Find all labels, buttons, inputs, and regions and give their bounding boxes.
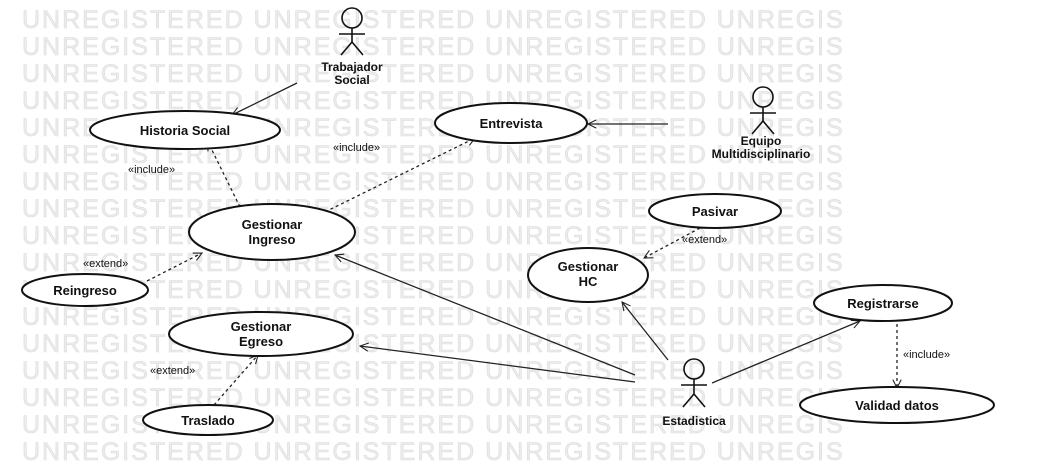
stick-figure-icon — [750, 86, 776, 135]
extend-traslado-egreso — [213, 355, 258, 406]
stick-figure-icon — [681, 358, 707, 408]
use-case-historia-social: Historia Social — [89, 110, 281, 150]
actor-label-line2: Social — [334, 73, 369, 87]
use-case-label-line2: Ingreso — [249, 232, 296, 247]
stereotype-include-historia: «include» — [128, 164, 175, 176]
stereotype-include-validad: «include» — [903, 349, 950, 361]
use-case-reingreso: Reingreso — [21, 273, 149, 307]
use-case-label: Reingreso — [53, 283, 117, 298]
use-case-traslado: Traslado — [142, 404, 274, 436]
association-estadistica-registrarse — [711, 321, 860, 384]
use-case-entrevista: Entrevista — [434, 102, 588, 144]
association-estadistica-egreso — [360, 346, 636, 383]
use-case-gestionar-ingreso: Gestionar Ingreso — [188, 203, 356, 261]
actor-equipo-multidisciplinario: Equipo Multidisciplinario — [712, 86, 811, 161]
stereotype-include-entrevista: «include» — [333, 142, 380, 154]
use-case-gestionar-egreso: Gestionar Egreso — [168, 311, 354, 357]
association-trabajador-historia — [232, 82, 298, 115]
use-case-gestionar-hc: Gestionar HC — [527, 247, 649, 303]
use-case-label-line2: Egreso — [239, 334, 283, 349]
extend-pasivar-hc — [644, 227, 701, 259]
stereotype-extend-pasivar: «extend» — [682, 234, 727, 246]
actor-label-line1: Trabajador — [321, 60, 383, 74]
association-estadistica-ingreso — [335, 255, 636, 376]
include-ingreso-entrevista — [324, 138, 475, 213]
use-case-label: Validad datos — [855, 398, 939, 413]
association-estadistica-hc — [622, 302, 669, 361]
use-case-validad-datos: Validad datos — [799, 386, 995, 424]
use-case-label-line1: Gestionar — [558, 259, 619, 274]
include-ingreso-historia — [208, 142, 241, 208]
use-case-label-line1: Gestionar — [231, 319, 292, 334]
stereotype-extend-traslado: «extend» — [150, 365, 195, 377]
stereotype-extend-reingreso: «extend» — [83, 258, 128, 270]
use-case-label-line1: Gestionar — [242, 217, 303, 232]
use-case-pasivar: Pasivar — [648, 193, 782, 229]
use-case-label: Entrevista — [480, 116, 544, 131]
use-case-label: Historia Social — [140, 123, 230, 138]
actor-label: Estadistica — [662, 414, 726, 428]
extend-reingreso-ingreso — [146, 252, 202, 282]
actor-trabajador-social: Trabajador Social — [321, 7, 383, 87]
use-case-label: Pasivar — [692, 204, 738, 219]
actor-label-line2: Multidisciplinario — [712, 147, 811, 161]
use-case-label-line2: HC — [579, 274, 598, 289]
use-case-label: Registrarse — [847, 296, 919, 311]
use-case-label: Traslado — [181, 413, 235, 428]
actor-label-line1: Equipo — [741, 134, 782, 148]
actor-estadistica: Estadistica — [662, 358, 726, 428]
use-case-registrarse: Registrarse — [813, 284, 953, 322]
stick-figure-icon — [339, 7, 365, 56]
